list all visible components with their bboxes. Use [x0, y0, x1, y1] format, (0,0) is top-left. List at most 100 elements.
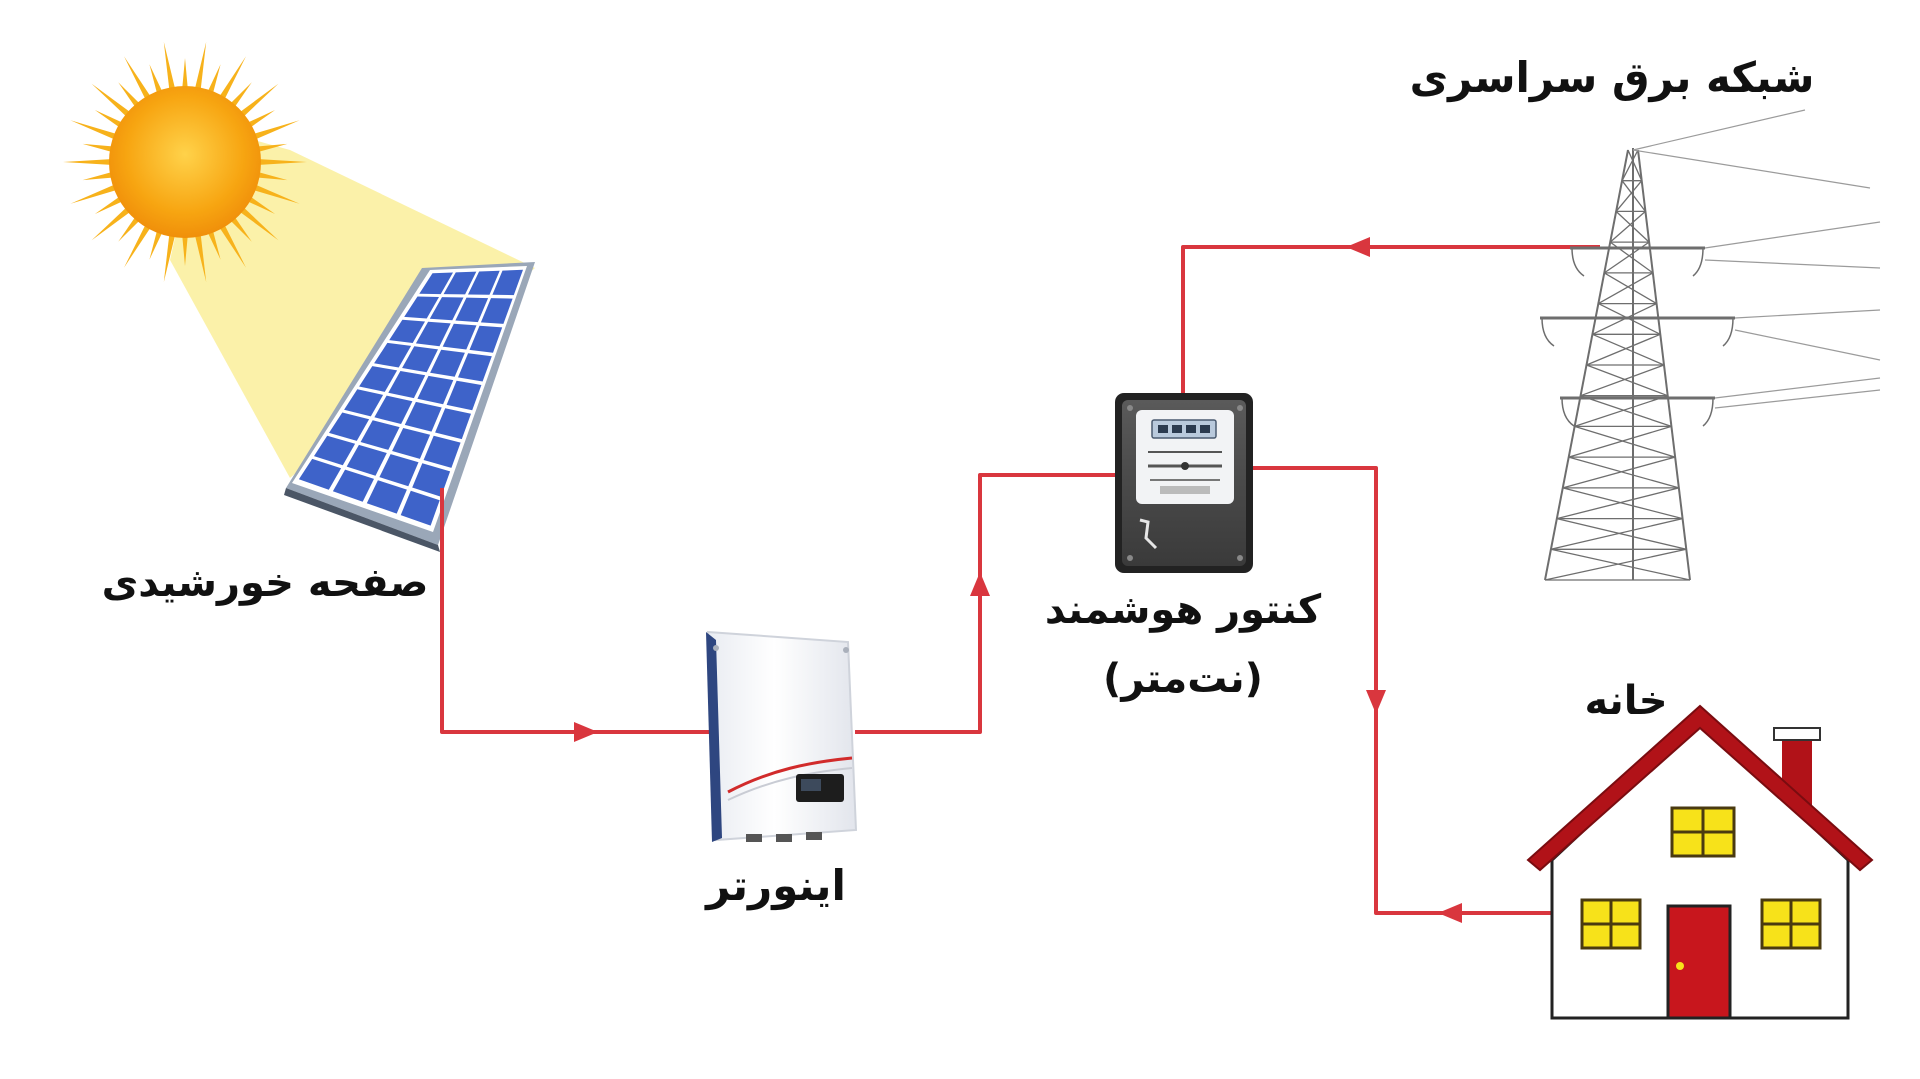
tower-brace — [1568, 456, 1680, 489]
panel-cell — [346, 444, 387, 476]
tower-brace — [1562, 487, 1683, 520]
panel-cell — [392, 428, 431, 459]
sun-ray — [253, 171, 288, 181]
arrow-down — [1366, 690, 1386, 714]
sun-ray — [244, 194, 276, 214]
wire-grid-to-meter — [1181, 245, 1600, 398]
tower-brace — [1556, 487, 1680, 520]
panel-cell — [374, 342, 412, 368]
sun-ray — [253, 143, 288, 153]
panel-cell — [480, 298, 513, 324]
transmission-tower-icon — [1540, 109, 1881, 581]
arrow-left — [1346, 237, 1370, 257]
panel-cell — [442, 323, 477, 350]
sun-ray — [94, 194, 126, 214]
solar-panel-label: صفحه خورشیدی — [102, 560, 429, 606]
wire-meter-to-house — [1252, 466, 1552, 915]
arrow-left — [1438, 903, 1462, 923]
panel-cell — [430, 349, 465, 377]
sun-ray — [91, 204, 134, 241]
panel-cell — [423, 435, 461, 468]
tower-brace — [1550, 548, 1691, 581]
sun-ray — [118, 213, 143, 242]
sun-ray — [254, 158, 307, 166]
panel-cell — [492, 269, 523, 296]
smart-meter-icon — [1115, 393, 1253, 573]
sun-ray — [163, 230, 176, 283]
panel-cell — [400, 490, 440, 526]
house-label: خانه — [1584, 678, 1667, 724]
grid-label: شبکه برق سراسری — [1410, 53, 1815, 103]
tower-brace — [1574, 395, 1668, 428]
panel-cell — [458, 353, 492, 382]
smart-meter-sublabel: (نت‌متر) — [1103, 656, 1263, 702]
sun-ray — [70, 183, 121, 204]
tower-brace — [1609, 210, 1646, 243]
tower-brace — [1586, 364, 1668, 397]
wire-panel-to-inverter — [440, 488, 710, 734]
sun-icon — [63, 41, 307, 283]
wire-inverter-to-meter — [855, 473, 1115, 734]
sun-ray — [217, 56, 246, 103]
arrow-right — [574, 722, 598, 742]
sun-ray — [91, 83, 134, 120]
panel-cell — [469, 325, 503, 353]
sun-ray — [194, 41, 207, 94]
inverter-label: اینورتر — [704, 861, 846, 911]
inverter-icon — [706, 630, 858, 842]
sun-ray — [63, 158, 116, 166]
sun-beam — [170, 125, 535, 478]
tower-brace — [1621, 180, 1646, 212]
panel-cell — [329, 412, 370, 441]
panel-cell — [415, 321, 451, 347]
tower-brace — [1562, 456, 1676, 489]
sun-ray — [194, 230, 207, 283]
arrow-up — [970, 572, 990, 596]
tower-brace — [1574, 425, 1676, 458]
sun-ray — [94, 110, 126, 130]
panel-cell — [360, 420, 400, 450]
sun-ray — [70, 120, 121, 141]
sun-ray — [149, 64, 164, 98]
flow-arrows — [574, 237, 1462, 923]
tower-brace — [1568, 425, 1672, 458]
tower-brace — [1621, 149, 1639, 181]
house-icon — [1526, 704, 1874, 1020]
solar-panel-icon — [284, 262, 535, 552]
sun-ray — [217, 221, 246, 268]
sun-ray — [244, 110, 276, 130]
panel-cell — [402, 346, 438, 373]
panel-cell — [344, 389, 384, 417]
panel-cell — [468, 270, 500, 295]
panel-cell — [429, 297, 464, 321]
sun-ray — [163, 41, 176, 94]
panel-cell — [419, 272, 453, 295]
smart-meter-label: کنتور هوشمند — [1045, 587, 1322, 633]
sun-ray — [227, 213, 252, 242]
panel-cell — [388, 371, 426, 399]
panel-cell — [379, 454, 419, 487]
tower-brace — [1592, 333, 1665, 366]
panel-cell — [389, 319, 425, 343]
sun-ray — [82, 171, 117, 181]
wires — [440, 245, 1600, 915]
tower-brace — [1586, 333, 1661, 366]
sun-ray — [206, 64, 221, 98]
panel-cell — [455, 297, 489, 323]
sun-ray — [249, 183, 300, 204]
sun-ray — [181, 58, 189, 93]
panel-cell — [298, 458, 342, 490]
panel-cell — [359, 366, 398, 392]
sun-ray — [124, 56, 153, 103]
tower-brace — [1544, 548, 1687, 581]
sun-ray — [236, 83, 279, 120]
panel-cell — [435, 408, 471, 440]
tower-brace — [1615, 210, 1650, 243]
tower-brace — [1598, 272, 1654, 305]
sun-ray — [206, 226, 221, 260]
sun-ray — [236, 204, 279, 241]
sun-ray — [227, 82, 252, 111]
tower-brace — [1603, 272, 1657, 305]
sun-ray — [149, 226, 164, 260]
